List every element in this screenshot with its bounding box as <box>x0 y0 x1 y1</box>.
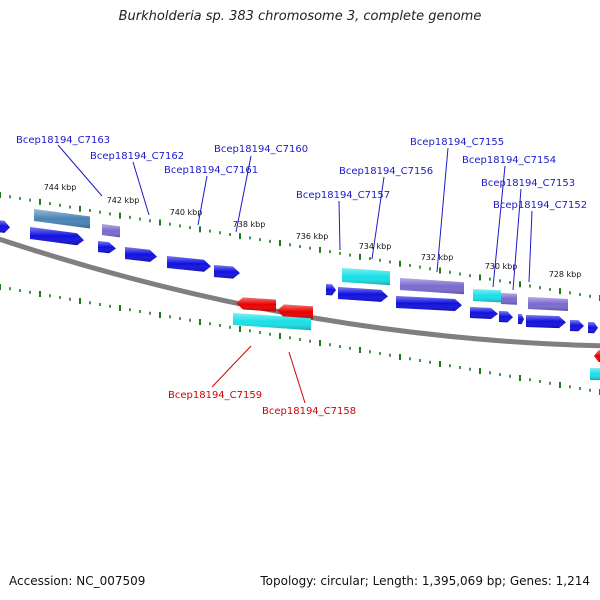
gene-feature-shade <box>499 311 513 323</box>
gene-label-forward: Bcep18194_C7153 <box>481 178 575 189</box>
gene-feature-shade <box>34 209 90 229</box>
gene-feature-shade <box>396 296 462 311</box>
label-leaders <box>57 144 533 404</box>
leader-line <box>528 210 533 283</box>
leader-line <box>197 175 208 226</box>
gene-label-forward: Bcep18194_C7156 <box>339 166 433 177</box>
gene-labels: Bcep18194_C7163Bcep18194_C7162Bcep18194_… <box>16 135 587 417</box>
tick-dots-bottom <box>0 284 600 395</box>
gene-feature-shade <box>98 241 116 254</box>
scale-label: 728 kbp <box>549 270 582 279</box>
gene-feature-shade <box>30 227 84 246</box>
gene-label-forward: Bcep18194_C7161 <box>164 165 258 176</box>
gene-feature-shade <box>342 268 390 286</box>
leader-line <box>512 188 522 291</box>
gene-feature-shade <box>400 278 464 295</box>
scale-label: 740 kbp <box>170 208 203 217</box>
gene-feature-shade <box>277 304 313 320</box>
gene-feature-shade <box>526 315 566 329</box>
gene-feature-shade <box>0 220 10 233</box>
map-title: Burkholderia sp. 383 chromosome 3, compl… <box>118 9 482 24</box>
scale-label: 736 kbp <box>296 232 329 241</box>
leader-line <box>211 345 252 388</box>
gene-feature-shade <box>125 247 157 262</box>
scale-label: 744 kbp <box>44 183 77 192</box>
gene-feature-shade <box>214 265 240 279</box>
gene-feature-shade <box>473 289 501 303</box>
leader-line <box>436 147 449 273</box>
leader-line <box>132 161 150 216</box>
gene-feature-shade <box>236 297 276 312</box>
gene-label-forward: Bcep18194_C7157 <box>296 190 390 201</box>
gene-feature-shade <box>518 314 524 325</box>
gene-feature-shade <box>528 297 568 311</box>
accession-text: Accession: NC_007509 <box>9 574 146 588</box>
gene-label-forward: Bcep18194_C7162 <box>90 151 184 162</box>
leader-line <box>235 155 252 233</box>
scale-label: 732 kbp <box>421 253 454 262</box>
leader-line <box>371 176 385 260</box>
gene-feature-shade <box>501 293 517 305</box>
chromosome-backbone <box>0 236 600 349</box>
gene-label-forward: Bcep18194_C7155 <box>410 137 504 148</box>
scale-label: 730 kbp <box>485 262 518 271</box>
leader-line <box>57 144 103 197</box>
gene-feature-shade <box>102 224 120 238</box>
leader-line <box>338 200 341 251</box>
gene-label-forward: Bcep18194_C7163 <box>16 135 110 146</box>
leader-line <box>288 351 306 404</box>
scale-label: 742 kbp <box>107 196 140 205</box>
gene-feature-shade <box>570 320 584 332</box>
gene-feature-shade <box>470 307 498 320</box>
gene-features <box>0 209 600 380</box>
scale-label: 738 kbp <box>233 220 266 229</box>
gene-feature-shade <box>588 322 598 334</box>
gene-feature-shade <box>590 368 600 380</box>
gene-feature-shade <box>594 350 600 362</box>
tick-dots-top <box>0 192 600 301</box>
scale-labels: 744 kbp 742 kbp 740 kbp 738 kbp 736 kbp 734 k… <box>44 183 582 279</box>
leader-line <box>492 165 506 288</box>
gene-label-forward: Bcep18194_C7152 <box>493 200 587 211</box>
gene-label-forward: Bcep18194_C7160 <box>214 144 308 155</box>
scale-label: 734 kbp <box>359 242 392 251</box>
gene-feature-shade <box>233 313 311 331</box>
gene-label-reverse: Bcep18194_C7158 <box>262 406 356 417</box>
gene-feature-shade <box>167 256 211 272</box>
gene-feature-shade <box>338 287 388 302</box>
gene-label-reverse: Bcep18194_C7159 <box>168 390 262 401</box>
gene-feature-shade <box>326 284 336 296</box>
genome-summary-text: Topology: circular; Length: 1,395,069 bp… <box>260 574 590 588</box>
gene-label-forward: Bcep18194_C7154 <box>462 155 556 166</box>
